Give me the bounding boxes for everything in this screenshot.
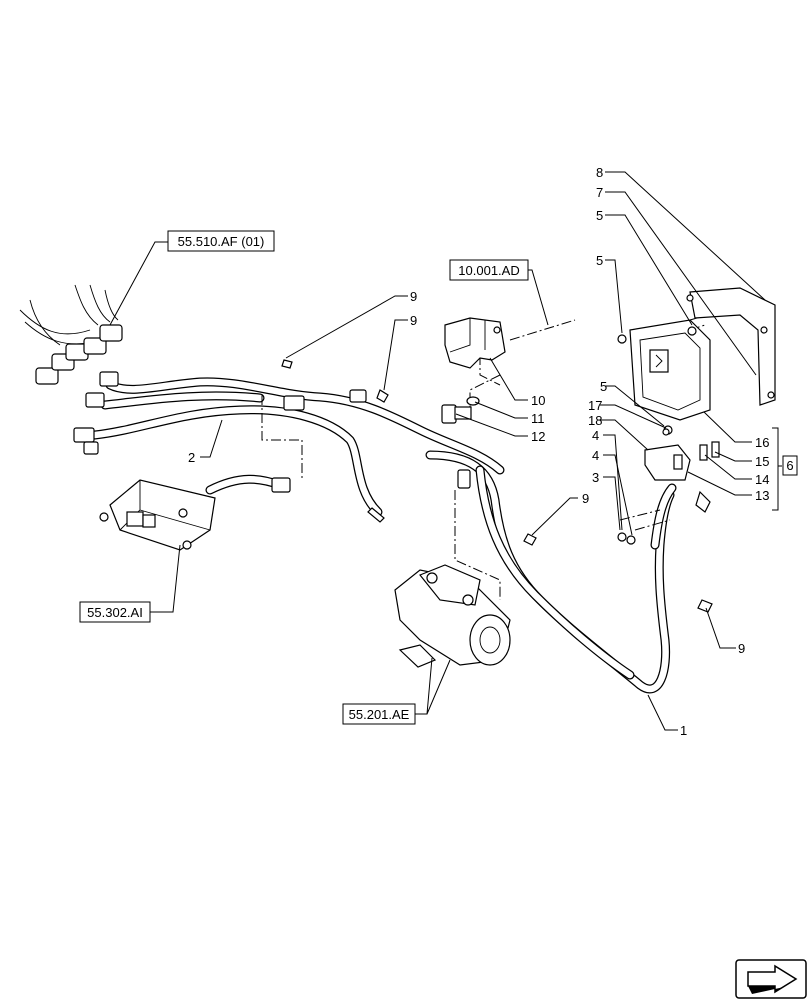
ref-box-55302 bbox=[79, 601, 151, 623]
fuse-15 bbox=[711, 441, 720, 458]
connector-elbow-b bbox=[99, 371, 119, 387]
callout-16: 16 bbox=[755, 435, 769, 450]
callout-8: 8 bbox=[596, 165, 603, 180]
callout-11: 11 bbox=[531, 411, 545, 426]
callout-18: 18 bbox=[588, 413, 602, 428]
callout-5: 5 bbox=[600, 379, 607, 394]
bracket-10 bbox=[444, 317, 506, 369]
callout-5: 5 bbox=[596, 253, 603, 268]
wiring-harness-2 bbox=[90, 377, 505, 517]
callout-1: 1 bbox=[680, 723, 687, 738]
inline-connector bbox=[271, 389, 471, 523]
washer-11 bbox=[466, 396, 480, 406]
callout-3: 3 bbox=[592, 470, 599, 485]
wiring-harness-1 bbox=[425, 450, 677, 694]
cable-tie-9 bbox=[281, 359, 713, 613]
callout-6: 6 bbox=[786, 458, 793, 473]
connector-cluster bbox=[19, 284, 123, 455]
callout-6-box bbox=[782, 455, 798, 476]
connector-plug-d bbox=[83, 337, 107, 355]
callout-9: 9 bbox=[410, 313, 417, 328]
callout-2: 2 bbox=[188, 450, 195, 465]
controller-16 bbox=[629, 319, 711, 421]
ref-55302-label: 55.302.AI bbox=[87, 605, 143, 620]
starter-motor-55201 bbox=[394, 564, 511, 668]
callout-12: 12 bbox=[531, 429, 545, 444]
connector-elbow-a bbox=[85, 392, 105, 408]
bracket-8 bbox=[686, 287, 776, 406]
callout-5: 5 bbox=[596, 208, 603, 223]
connector-elbow-d bbox=[83, 441, 99, 455]
connector-elbow-c bbox=[73, 427, 95, 443]
callout-9: 9 bbox=[410, 289, 417, 304]
ref-box-10001 bbox=[449, 259, 529, 281]
ref-box-55510 bbox=[167, 230, 275, 252]
callout-9: 9 bbox=[582, 491, 589, 506]
ref-10001-label: 10.001.AD bbox=[458, 263, 519, 278]
ref-55201-label: 55.201.AE bbox=[349, 707, 410, 722]
ref-55510-label: 55.510.AF (01) bbox=[178, 234, 265, 249]
callout-17: 17 bbox=[588, 398, 602, 413]
callout-7: 7 bbox=[596, 185, 603, 200]
callout-13: 13 bbox=[755, 488, 769, 503]
callout-4: 4 bbox=[592, 448, 599, 463]
terminals-3-4 bbox=[617, 490, 711, 545]
next-page-arrow-icon[interactable] bbox=[735, 959, 807, 999]
callout-9: 9 bbox=[738, 641, 745, 656]
connector-plug-a bbox=[35, 367, 59, 385]
callout-10: 10 bbox=[531, 393, 545, 408]
control-module-55302 bbox=[99, 479, 216, 551]
callout-15: 15 bbox=[755, 454, 769, 469]
fuse-14 bbox=[699, 444, 708, 461]
fuse-holder-13 bbox=[644, 428, 720, 481]
callout-14: 14 bbox=[755, 472, 769, 487]
connector-plug-e bbox=[99, 324, 123, 342]
callout-4: 4 bbox=[592, 428, 599, 443]
ref-box-55201 bbox=[342, 703, 416, 725]
